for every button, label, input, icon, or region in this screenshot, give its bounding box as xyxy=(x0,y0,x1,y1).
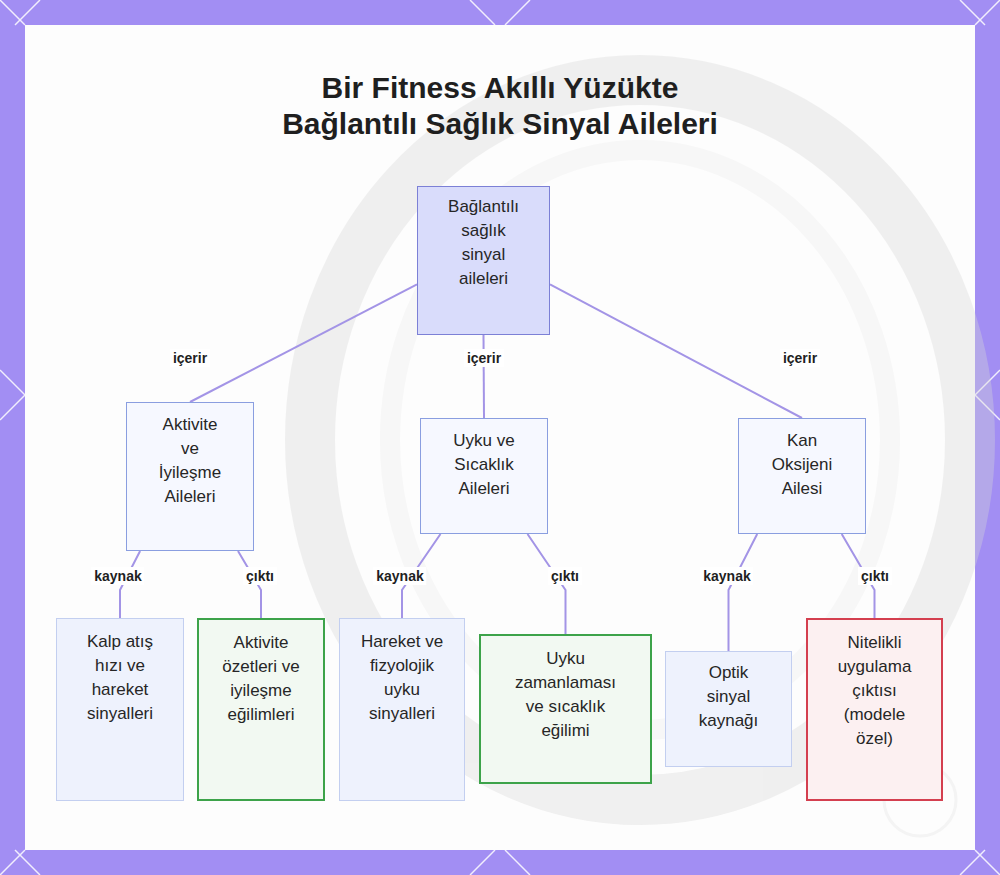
diagram-title: Bir Fitness Akıllı Yüzükte Bağlantılı Sa… xyxy=(250,70,750,142)
connector-line xyxy=(729,534,758,651)
node-text: Aktivite ve İyileşme Aileleri xyxy=(152,413,228,509)
edge-label: kaynak xyxy=(373,567,426,585)
node-text: Hareket ve fizyolojik uyku sinyalleri xyxy=(360,630,444,726)
connector-line xyxy=(483,335,486,418)
family-box: Kan Oksijeni Ailesi xyxy=(738,418,866,534)
edge-label: çıktı xyxy=(548,567,582,585)
output-box: Aktivite özetleri ve iyileşme eğilimleri xyxy=(197,618,325,801)
edge-label: çıktı xyxy=(858,567,892,585)
edge-label: içerir xyxy=(170,349,210,367)
output-box: Uyku zamanlaması ve sıcaklık eğilimi xyxy=(479,634,652,784)
node-text: Uyku zamanlaması ve sıcaklık eğilimi xyxy=(513,647,619,743)
source-box: Optik sinyal kaynağı xyxy=(665,651,792,767)
node-text: Nitelikli uygulama çıktısı (modele özel) xyxy=(825,631,925,751)
node-text: Kan Oksijeni Ailesi xyxy=(760,429,844,501)
edge-label: çıktı xyxy=(243,567,277,585)
root-box: Bağlantılı sağlık sinyal aileleri xyxy=(417,186,550,335)
output-box-special: Nitelikli uygulama çıktısı (modele özel) xyxy=(806,618,943,801)
connector-line xyxy=(190,284,417,402)
node-text: Optik sinyal kaynağı xyxy=(687,661,771,733)
family-box: Aktivite ve İyileşme Aileleri xyxy=(126,402,254,551)
node-text: Uyku ve Sıcaklık Aileleri xyxy=(444,429,524,501)
family-box: Uyku ve Sıcaklık Aileleri xyxy=(420,418,548,534)
node-text: Aktivite özetleri ve iyileşme eğilimleri xyxy=(214,631,308,727)
edge-label: kaynak xyxy=(91,567,144,585)
node-text: Kalp atış hızı ve hareket sinyalleri xyxy=(78,630,162,726)
source-box: Hareket ve fizyolojik uyku sinyalleri xyxy=(339,618,465,801)
node-text: Bağlantılı sağlık sinyal aileleri xyxy=(438,195,530,291)
source-box: Kalp atış hızı ve hareket sinyalleri xyxy=(56,618,184,801)
connector-line xyxy=(550,284,802,418)
edge-label: kaynak xyxy=(700,567,753,585)
edge-label: içerir xyxy=(464,349,504,367)
edge-label: içerir xyxy=(780,349,820,367)
